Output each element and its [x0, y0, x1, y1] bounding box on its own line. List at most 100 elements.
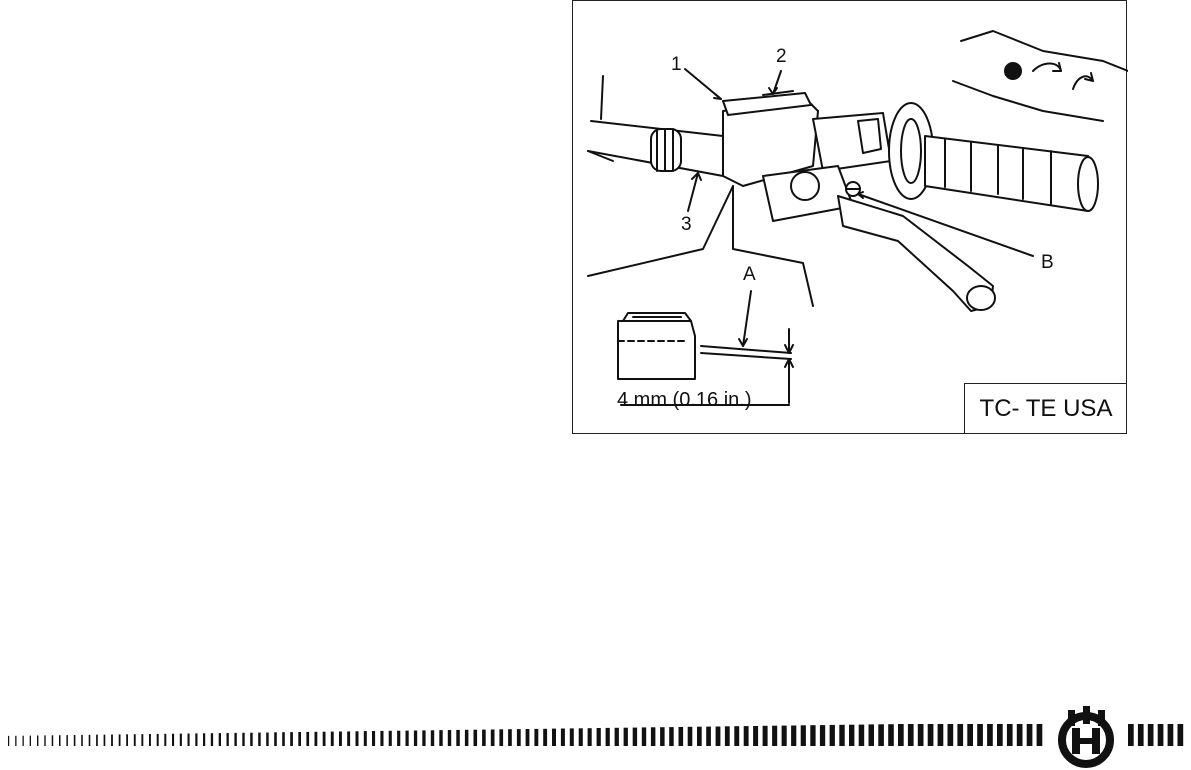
footer-tick [967, 724, 973, 746]
footer-tick [898, 724, 904, 746]
footer-tick [356, 731, 359, 746]
footer-tick [188, 734, 190, 747]
footer-tick [44, 735, 45, 746]
footer-tick [323, 732, 326, 746]
footer-tick [597, 728, 601, 746]
footer-tick [8, 736, 9, 746]
footer-tick [52, 735, 54, 746]
footer-tick [298, 732, 301, 746]
footer-tick [997, 724, 1003, 746]
footer-tick [282, 732, 285, 746]
footer-tick [543, 729, 547, 746]
footer-tick [669, 727, 674, 746]
footer-tick [820, 725, 825, 746]
footer-tick [290, 732, 293, 746]
footer-tick [791, 726, 796, 747]
footer-tick [1007, 724, 1013, 746]
footer-tick [15, 736, 16, 746]
footer-tick [482, 730, 486, 746]
footer-tick [499, 729, 503, 746]
footer-tick [918, 724, 924, 746]
callout-3: 3 [681, 215, 692, 234]
footer-tick [126, 734, 128, 746]
footer-tick [258, 733, 261, 746]
footer-tick [606, 728, 610, 746]
footer-tick [81, 735, 83, 746]
footer-tick [624, 728, 628, 746]
footer-tick [274, 732, 277, 746]
footer-tick [164, 734, 166, 746]
footer-tick [1158, 724, 1164, 746]
footer-tick [448, 730, 451, 746]
footer-tick [526, 729, 530, 746]
footer-tick [725, 726, 730, 746]
footer-tick [948, 724, 954, 746]
footer-tick [266, 733, 269, 747]
footer-tick [615, 728, 619, 746]
footer-tick [744, 726, 749, 746]
footer-tick [1148, 724, 1154, 746]
footer-tick [203, 733, 205, 746]
footer-tick [679, 727, 684, 746]
footer-tick [928, 724, 934, 746]
footer-tick [849, 725, 854, 746]
footer-tick [1017, 724, 1023, 746]
footer-tick [977, 724, 983, 746]
footer-tick [878, 724, 884, 746]
footer-tick [474, 730, 478, 746]
callout-1: 1 [671, 55, 682, 74]
footer-tick [431, 730, 434, 746]
footer-tick [753, 726, 758, 746]
footer-tick [23, 736, 24, 746]
footer-tick [347, 731, 350, 746]
dimension-label: 4 mm (0.16 in.) [617, 389, 751, 412]
footer-tick [839, 725, 844, 746]
husqvarna-crown-h-logo-icon [1048, 706, 1124, 768]
footer-tick [830, 725, 835, 746]
footer-tick [456, 730, 460, 746]
footer-tick [633, 728, 637, 746]
footer-tick [111, 735, 113, 747]
handlebar-brake-illustration [573, 1, 1128, 435]
footer-tick [801, 725, 806, 746]
footer-tick [372, 731, 375, 746]
footer-tick [579, 728, 583, 746]
footer-tick [660, 727, 665, 746]
footer-tick [1138, 724, 1144, 746]
callout-b: B [1041, 253, 1054, 272]
footer-tick [688, 727, 693, 746]
footer-tick [364, 731, 367, 746]
footer-tick [561, 729, 565, 747]
footer-tick [380, 731, 383, 746]
footer-tick [508, 729, 512, 746]
footer-tick [570, 728, 574, 746]
footer-tick [810, 725, 815, 746]
footer-tick [242, 733, 244, 746]
footer-tick [1168, 724, 1174, 746]
footer-tick [331, 732, 334, 746]
callout-a: A [743, 265, 756, 284]
footer-tick [938, 724, 944, 746]
footer-tick [211, 733, 213, 746]
footer-tick-rule [0, 722, 1191, 750]
footer-tick [195, 733, 197, 746]
footer-tick [250, 733, 253, 746]
footer-tick [180, 734, 182, 746]
footer-tick [1027, 724, 1033, 746]
footer-tick [389, 731, 392, 746]
footer-tick [397, 731, 400, 746]
footer-tick [157, 734, 159, 746]
footer-tick [465, 730, 469, 746]
footer-tick [716, 727, 721, 747]
footer-tick [439, 730, 442, 746]
footer-tick [772, 726, 777, 746]
footer-tick [234, 733, 236, 746]
footer-tick [534, 729, 538, 746]
model-label: TC- TE USA [980, 395, 1113, 423]
footer-tick [782, 726, 787, 746]
model-label-box: TC- TE USA [964, 383, 1127, 434]
footer-tick [517, 729, 521, 746]
footer-tick [30, 736, 31, 746]
footer-tick [37, 736, 38, 747]
footer-tick [306, 732, 309, 746]
